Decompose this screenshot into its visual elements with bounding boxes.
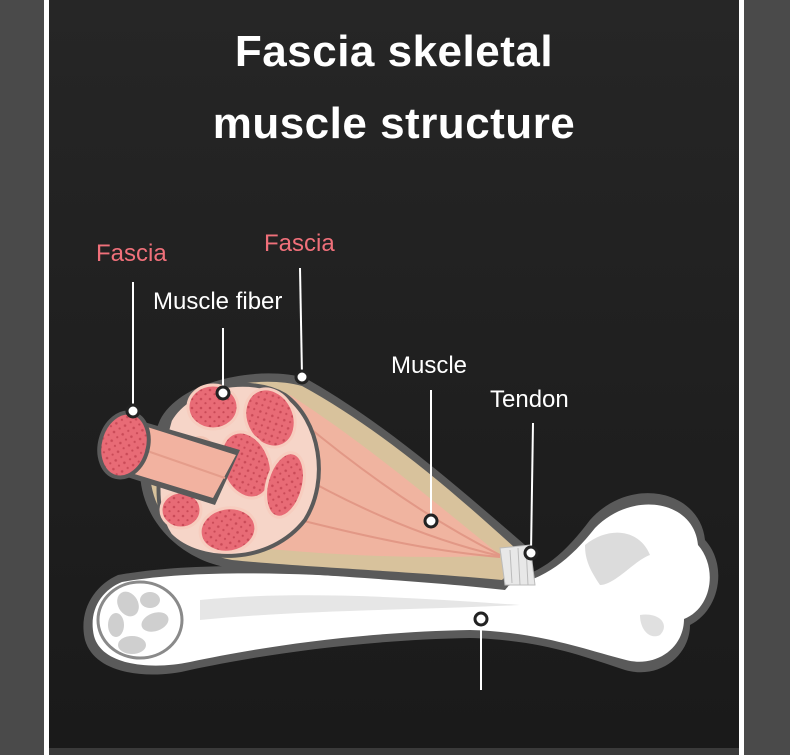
label-muscle: Muscle [391,352,468,379]
label-fascia-top: Fascia [264,230,335,257]
fiber-bundle [186,383,240,431]
single-fiber [97,410,240,505]
leader-dots [125,369,539,627]
diagram-panel: Fascia skeletal muscle structure [49,0,739,748]
bone [83,493,719,675]
fiber-bundle [243,387,297,449]
title-line-2: muscle structure [212,99,576,148]
muscle-illustration [83,267,719,690]
label-tendon: Tendon [490,386,569,413]
leader-lines [132,267,534,690]
label-muscle-fiber: Muscle fiber [153,288,283,315]
fiber-bundle [198,506,258,554]
label-fascia-left: Fascia [96,240,167,267]
fiber-bundle [264,451,306,519]
bottom-strip [49,748,739,755]
title-line-1: Fascia skeletal [234,27,554,76]
